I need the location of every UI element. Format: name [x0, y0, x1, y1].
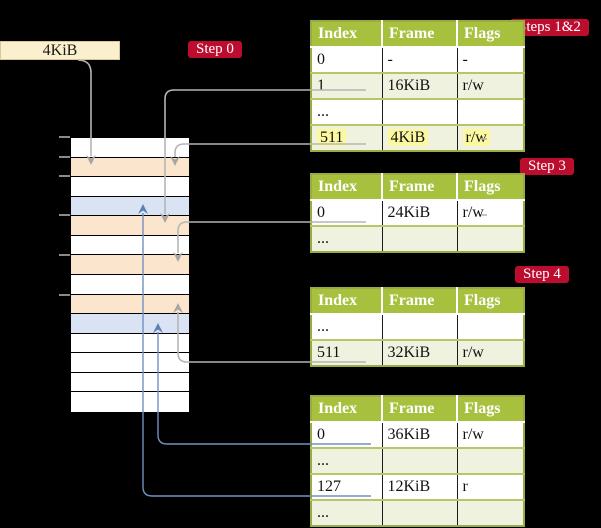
table-row: 511 4KiB r/w — [311, 124, 524, 151]
memory-frame-row-0 — [71, 138, 189, 158]
memory-frame-row-10 — [71, 333, 189, 354]
cell-index: ... — [311, 499, 383, 526]
memory-frame-row-5 — [71, 235, 189, 256]
memory-frame-row-12 — [71, 372, 189, 393]
step3-badge: Step 3 — [520, 158, 574, 175]
memory-frame-row-2 — [71, 177, 189, 197]
cell-frame: 4KiB — [382, 124, 458, 151]
page-size-label: 4KiB — [42, 42, 78, 59]
address-tick — [59, 175, 70, 177]
cell-frame: 16KiB — [382, 72, 458, 99]
table-row: 0-- — [311, 47, 524, 73]
memory-frame-row-8 — [71, 294, 189, 315]
cell-flags: r/w — [457, 422, 524, 448]
table-row: ... — [311, 447, 524, 474]
memory-frame-row-3 — [71, 196, 189, 217]
cell-index: 0 — [311, 47, 383, 73]
cell-flags: r/w — [457, 72, 524, 99]
memory-frame-row-9 — [71, 314, 189, 334]
highlighted-value: 4KiB — [387, 129, 429, 146]
column-header-index: Index — [311, 396, 383, 423]
table-row: ... — [311, 225, 524, 252]
memory-frame-row-11 — [71, 353, 189, 373]
cell-frame — [382, 98, 458, 125]
memory-frame-row-1 — [71, 157, 189, 178]
cell-index: ... — [311, 225, 383, 252]
cell-index: 511 — [311, 124, 383, 151]
cell-flags — [457, 314, 524, 340]
address-tick — [59, 136, 70, 138]
column-header-index: Index — [311, 288, 383, 315]
memory-frame-row-13 — [71, 392, 189, 412]
cell-flags: r/w — [457, 124, 524, 151]
cell-flags — [457, 225, 524, 252]
cell-frame — [382, 225, 458, 252]
cell-index: 0 — [311, 200, 383, 226]
column-header-frame: Frame — [382, 396, 458, 423]
step0-badge: Step 0 — [188, 41, 242, 58]
column-header-flags: Flags — [457, 21, 524, 48]
table-row: ... — [311, 499, 524, 526]
cell-index: 0 — [311, 422, 383, 448]
address-tick — [59, 294, 70, 296]
memory-frame-row-6 — [71, 255, 189, 275]
address-tick — [59, 156, 70, 158]
column-header-frame: Frame — [382, 174, 458, 201]
cell-flags: r/w — [457, 339, 524, 366]
table-row: ... — [311, 314, 524, 340]
address-tick — [59, 254, 70, 256]
cell-frame: 32KiB — [382, 339, 458, 366]
highlighted-value: 511 — [317, 129, 347, 146]
page-size-box: 4KiB — [0, 41, 120, 60]
cell-frame — [382, 499, 458, 526]
cell-index: ... — [311, 314, 383, 340]
column-header-flags: Flags — [457, 288, 524, 315]
column-header-frame: Frame — [382, 21, 458, 48]
steps-1-2-badge: Steps 1&2 — [510, 19, 589, 36]
cell-flags — [457, 98, 524, 125]
column-header-flags: Flags — [457, 396, 524, 423]
cell-index: ... — [311, 447, 383, 474]
physical-memory-stack — [70, 137, 190, 413]
cell-frame: 12KiB — [382, 473, 458, 500]
cell-flags: r/w — [457, 200, 524, 226]
address-tick — [59, 214, 70, 216]
cell-index: ... — [311, 98, 383, 125]
table-row: ... — [311, 98, 524, 125]
cell-frame: 24KiB — [382, 200, 458, 226]
step4-badge: Step 4 — [515, 266, 569, 283]
cell-frame: - — [382, 47, 458, 73]
cell-flags — [457, 499, 524, 526]
column-header-frame: Frame — [382, 288, 458, 315]
cell-index: 511 — [311, 339, 383, 366]
memory-frame-row-4 — [71, 216, 189, 236]
cell-flags: - — [457, 47, 524, 73]
cell-index: 127 — [311, 473, 383, 500]
cell-frame — [382, 314, 458, 340]
cell-flags: r — [457, 473, 524, 500]
highlighted-value: r/w — [462, 129, 490, 146]
cell-frame: 36KiB — [382, 422, 458, 448]
cell-frame — [382, 447, 458, 474]
cell-flags — [457, 447, 524, 474]
memory-frame-row-7 — [71, 274, 189, 295]
cell-index: 1 — [311, 72, 383, 99]
column-header-flags: Flags — [457, 174, 524, 201]
column-header-index: Index — [311, 21, 383, 48]
column-header-index: Index — [311, 174, 383, 201]
